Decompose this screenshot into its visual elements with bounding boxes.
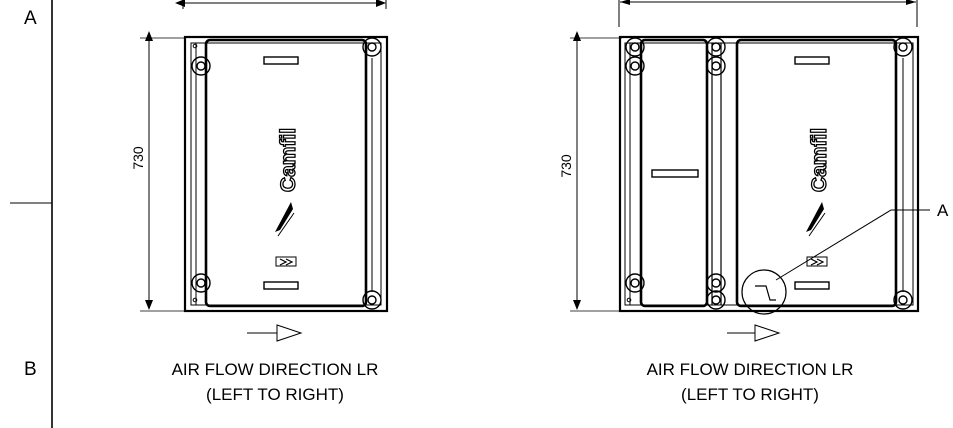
knob-icon xyxy=(362,37,382,57)
knob-icon-center xyxy=(711,295,721,305)
view-2-inner-frame xyxy=(624,42,914,306)
view-2-caption-line-2: (LEFT TO RIGHT) xyxy=(681,385,819,404)
view-2-logo-text: Camfil xyxy=(808,128,831,192)
view-2-caption: AIR FLOW DIRECTION LR (LEFT TO RIGHT) xyxy=(615,357,885,407)
screw-icon xyxy=(192,297,198,303)
knob-icon xyxy=(362,290,382,310)
view-2-logo-mark-line xyxy=(808,212,826,237)
view-1-caption: AIR FLOW DIRECTION LR (LEFT TO RIGHT) xyxy=(140,357,410,407)
knob-icon-center xyxy=(196,61,206,71)
view-2-handle-top xyxy=(794,56,830,65)
view-1-airflow-arrow-icon xyxy=(247,324,303,342)
view-1-label-plate xyxy=(275,256,297,267)
view-2-right-door-panel xyxy=(735,38,898,308)
knob-icon xyxy=(191,56,211,76)
view-1-height-dimension-label: 730 xyxy=(130,146,146,170)
knob-icon-center xyxy=(711,61,721,71)
view-2-callout-label: A xyxy=(937,201,949,220)
view-1-knobs xyxy=(191,37,382,310)
drawing-frame xyxy=(10,0,53,428)
view-2-handle-bottom xyxy=(794,281,830,290)
knob-icon-center xyxy=(367,42,377,52)
knob-icon xyxy=(191,273,211,293)
view-2-left-door-panel xyxy=(639,38,709,308)
view-2-caption-line-1: AIR FLOW DIRECTION LR xyxy=(646,360,854,379)
knob-icon xyxy=(706,56,726,76)
zone-letter-a: A xyxy=(24,8,37,29)
knob-icon xyxy=(706,37,726,57)
view-1-caption-line-1: AIR FLOW DIRECTION LR xyxy=(171,360,379,379)
knob-icon xyxy=(893,37,913,57)
view-1-caption-line-2: (LEFT TO RIGHT) xyxy=(206,385,344,404)
screw-icon xyxy=(192,43,198,49)
view-2-detail-corner-icon xyxy=(755,285,776,301)
view-1-logo-mark-line xyxy=(277,212,295,237)
knob-icon xyxy=(625,273,645,293)
knob-icon xyxy=(893,290,913,310)
knob-icon-center xyxy=(630,61,640,71)
screw-icon xyxy=(626,297,632,303)
view-1-logo-text: Camfil xyxy=(277,128,300,192)
knob-icon-center xyxy=(367,295,377,305)
zone-letter-b: B xyxy=(24,359,37,380)
knob-icon xyxy=(706,290,726,310)
knob-icon-center xyxy=(711,42,721,52)
view-2-detail-circle xyxy=(741,269,787,315)
view-2-callout-leader xyxy=(775,209,930,281)
knob-icon-center xyxy=(630,278,640,288)
knob-icon xyxy=(625,37,645,57)
view-2-height-dimension-label: 730 xyxy=(558,154,574,178)
view-2-logo-mark-icon xyxy=(806,202,824,232)
knob-icon-center xyxy=(898,42,908,52)
view-1-housing xyxy=(140,0,389,313)
view-1-label-plate-arrows xyxy=(279,258,294,266)
knob-icon-center xyxy=(196,278,206,288)
view-1-logo-mark-icon xyxy=(275,202,293,232)
view-1-outer-frame xyxy=(183,35,389,313)
knob-icon-center xyxy=(898,295,908,305)
view-1-handle-bottom xyxy=(263,281,299,290)
knob-icon-center xyxy=(711,278,721,288)
knob-icon-center xyxy=(630,42,640,52)
view-1-door-panel xyxy=(204,38,368,308)
view-2-knobs xyxy=(625,37,913,310)
knob-icon xyxy=(625,56,645,76)
view-1-handle-top xyxy=(263,56,299,65)
knob-icon xyxy=(706,273,726,293)
view-2-airflow-arrow-icon xyxy=(727,324,781,342)
view-2-label-plate-arrows xyxy=(810,258,825,266)
view-2-handle-left-door xyxy=(651,169,699,178)
view-2-housing xyxy=(570,0,930,315)
view-2-outer-frame xyxy=(618,35,920,313)
